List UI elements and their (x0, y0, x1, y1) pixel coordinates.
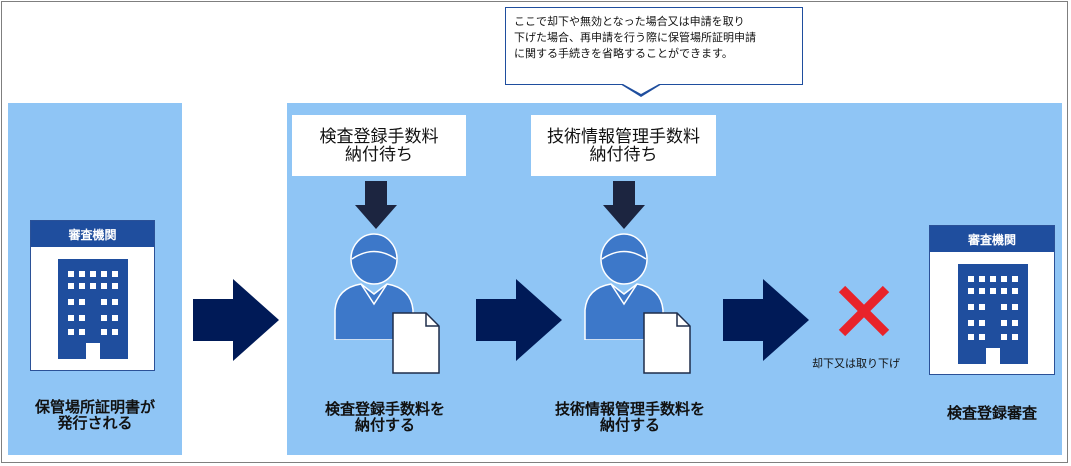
callout-line: ここで却下や無効となった場合又は申請を取り (514, 15, 745, 28)
right-arrow-icon (723, 279, 809, 361)
waiting-inspection-fee-box: 検査登録手数料 納付待ち (292, 115, 466, 176)
document-icon (392, 312, 440, 374)
step-review-label: 検査登録審査 (946, 404, 1037, 422)
step-pay-technical-label: 技術情報管理手数料を 納付する (554, 400, 705, 434)
building-icon (958, 264, 1028, 364)
org-card-issuer: 審査機関 (30, 220, 155, 371)
waiting-technical-fee-box: 技術情報管理手数料 納付待ち (531, 115, 716, 176)
step-pay-inspection-label: 検査登録手数料を 納付する (324, 400, 445, 434)
org-card-review: 審査機関 (929, 225, 1055, 375)
callout-line: に関する手続きを省略することができます。 (514, 47, 733, 60)
waiting-line: 納付待ち (589, 144, 658, 165)
waiting-line: 検査登録手数料 (319, 126, 439, 147)
building-icon (58, 259, 128, 359)
waiting-line: 技術情報管理手数料 (547, 126, 700, 147)
callout-tail (620, 84, 662, 97)
reject-label: 却下又は取り下げ (812, 357, 900, 370)
waiting-line: 納付待ち (345, 144, 413, 165)
cross-icon (838, 285, 890, 337)
org-card-header: 審査機関 (930, 226, 1054, 252)
right-arrow-icon (193, 279, 279, 361)
note-callout: ここで却下や無効となった場合又は申請を取り 下げた場合、再申請を行う際に保管場所… (505, 7, 803, 85)
callout-line: 下げた場合、再申請を行う際に保管場所証明申請 (514, 31, 756, 44)
down-arrow-icon (603, 181, 645, 229)
step-issued-label: 保管場所証明書が 発行される (34, 398, 155, 432)
down-arrow-icon (355, 181, 397, 229)
org-card-header: 審査機関 (31, 221, 154, 247)
right-arrow-icon (476, 279, 562, 361)
document-icon (643, 312, 691, 374)
